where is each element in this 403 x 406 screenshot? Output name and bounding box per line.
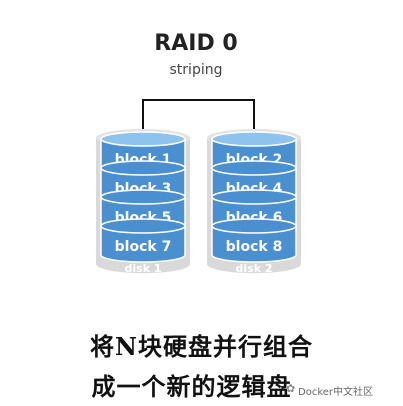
disk-1-block: block 7 bbox=[100, 218, 186, 263]
disk-label: disk 1 bbox=[125, 262, 162, 275]
caption-line-1: 将N块硬盘并行组合 bbox=[90, 332, 313, 361]
disk-2-block: block 8 bbox=[211, 218, 297, 263]
wechat-icon: ✿ bbox=[286, 382, 296, 395]
disk-label: disk 2 bbox=[236, 262, 273, 275]
disk-2-blocks: block 2 block 4 block 6 block 8 bbox=[211, 131, 297, 263]
diagram-subtitle: striping bbox=[169, 62, 223, 78]
watermark: Docker中文社区 bbox=[298, 387, 374, 398]
disk-1-blocks: block 1 block 3 block 5 block 7 bbox=[100, 131, 186, 263]
block-label: block 7 bbox=[115, 239, 172, 255]
raid0-diagram: block 1 block 3 block 5 block 7 disk 1 bbox=[96, 99, 301, 275]
disk-1: block 1 block 3 block 5 block 7 disk 1 bbox=[96, 129, 190, 275]
block-label: block 8 bbox=[226, 239, 283, 255]
caption-line-2: 成一个新的逻辑盘 bbox=[91, 372, 292, 401]
diagram-title: RAID 0 bbox=[154, 31, 238, 56]
disk-2: block 2 block 4 block 6 block 8 disk 2 bbox=[207, 129, 301, 275]
striping-connector bbox=[142, 99, 255, 135]
